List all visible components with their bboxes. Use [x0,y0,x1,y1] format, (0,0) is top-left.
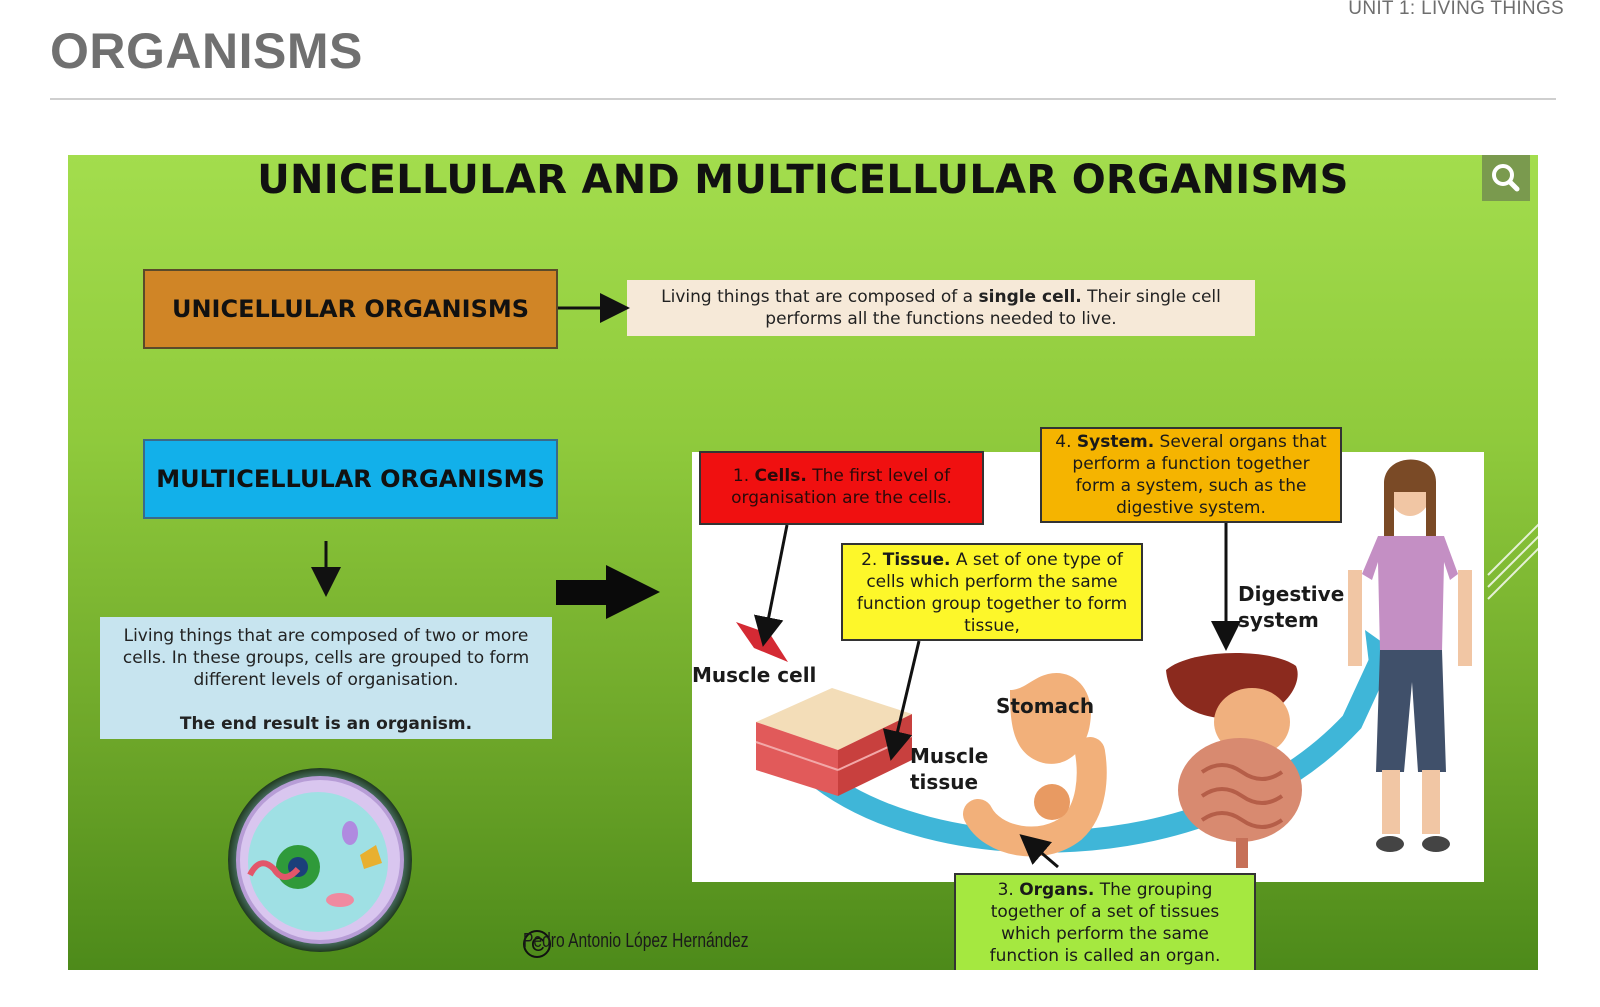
cells-pointer [753,524,789,647]
organs-pointer [1019,834,1059,869]
svg-text:C: C [531,935,545,956]
digestive-system-label: Digestive system [1238,582,1345,632]
page-title: ORGANISMS [50,23,363,79]
unicellular-definition: Living things that are composed of a sin… [627,280,1255,336]
title-divider [50,98,1556,100]
multicellular-definition-text: Living things that are composed of two o… [122,626,530,690]
zoom-button[interactable] [1482,155,1530,201]
callout-system: 4. System. Several organs that perform a… [1040,427,1342,523]
slide-image: UNICELLULAR AND MULTICELLULAR ORGANISMS … [68,155,1538,970]
digestive-system-illustration [1166,652,1302,868]
stomach-illustration [963,672,1107,857]
animal-cell-illustration [228,768,412,952]
callout-cells: 1. Cells. The first level of organisatio… [699,451,984,525]
muscle-tissue-label: Muscle tissue [910,744,989,794]
organisation-diagram [692,452,1484,882]
muscle-cell-label: Muscle cell [692,663,817,687]
stomach-label: Stomach [996,694,1095,718]
multicellular-definition: Living things that are composed of two o… [100,617,552,739]
multicellular-label: MULTICELLULAR ORGANISMS [143,439,558,519]
copyright-text: Pedro Antonio López Hernández [523,930,749,952]
unicellular-label: UNICELLULAR ORGANISMS [143,269,558,349]
girl-illustration [1348,459,1472,852]
slide-title: UNICELLULAR AND MULTICELLULAR ORGANISMS [257,157,1349,203]
callout-tissue: 2. Tissue. A set of one type of cells wh… [841,543,1143,641]
unit-label: UNIT 1: LIVING THINGS [1348,0,1564,19]
search-icon [1492,164,1520,192]
big-arrow [556,565,660,619]
callout-organs: 3. Organs. The grouping together of a se… [954,873,1256,970]
multicellular-end-result: The end result is an organism. [179,714,473,734]
progression-arrow [801,646,1393,853]
tissue-pointer [882,640,921,761]
